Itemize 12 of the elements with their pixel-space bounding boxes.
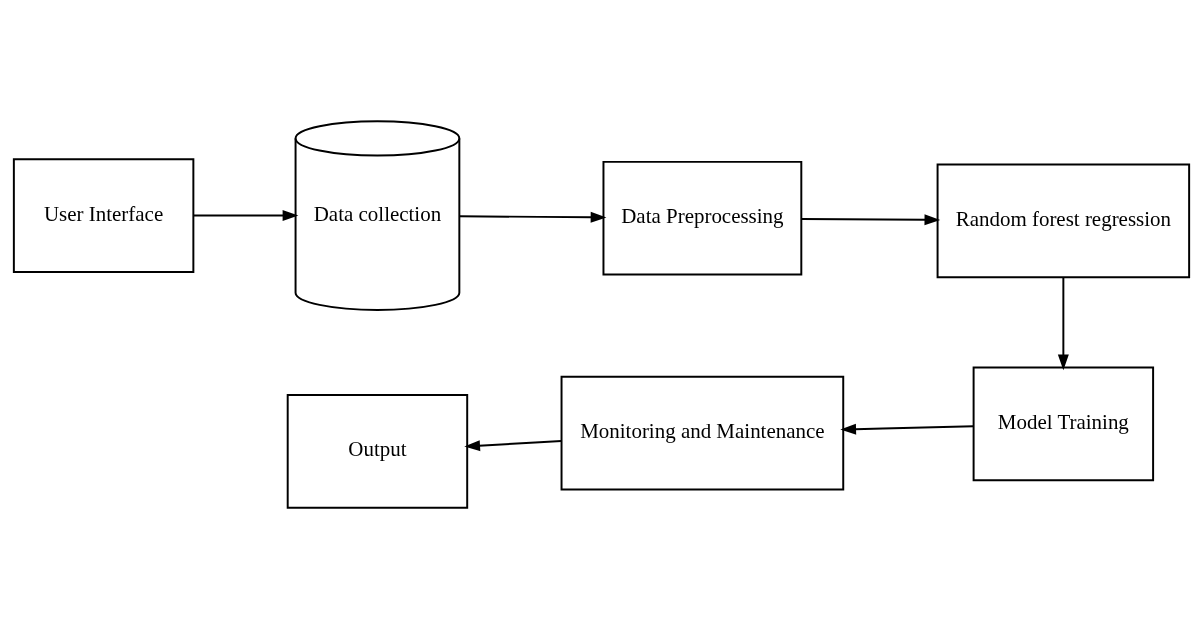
arrow [464, 439, 563, 451]
arrow [192, 209, 299, 221]
node-box: Output [286, 393, 469, 509]
node-box: Random forest regression [936, 163, 1191, 278]
arrow [800, 213, 941, 225]
node-box: User Interface [12, 157, 195, 273]
arrow [840, 423, 975, 435]
node-box: Model Training [972, 366, 1155, 481]
arrow [458, 211, 607, 223]
arrow [1057, 275, 1069, 370]
node-box: Monitoring and Maintenance [560, 375, 845, 490]
node-box: Data Preprocessing [602, 160, 803, 276]
